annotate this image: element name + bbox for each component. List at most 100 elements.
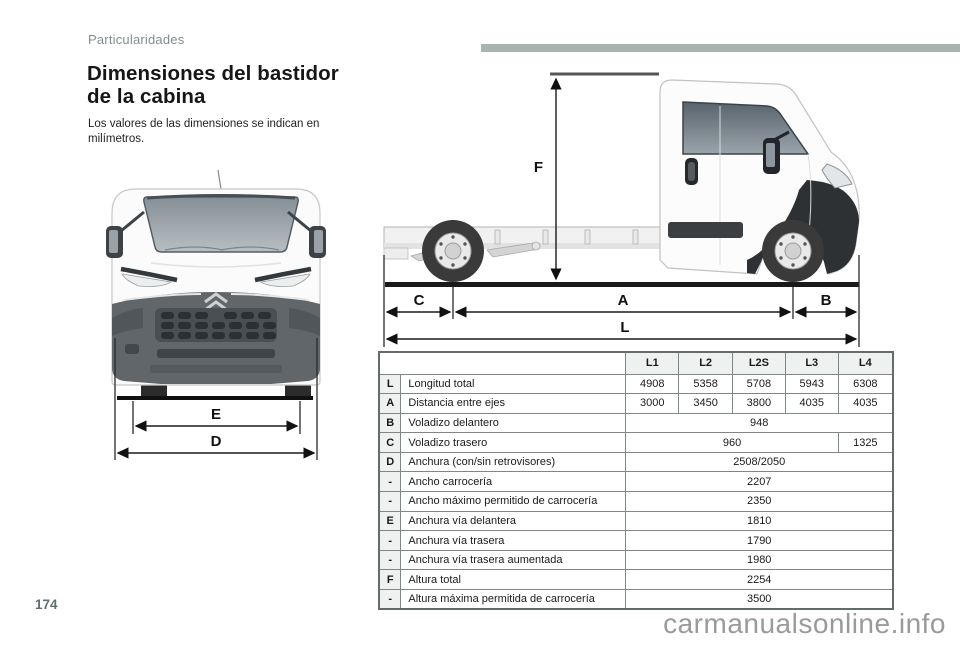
value-cell: 6308 [837,373,894,395]
value-cell: 1790 [625,530,894,551]
value-cell: 1325 [837,432,894,453]
dim-label-e: E [211,406,221,423]
letter-cell: D [378,451,402,473]
value-cell: 2207 [625,471,894,493]
letter-cell: B [378,412,402,434]
table-row: C Voladizo trasero 960 1325 [378,432,894,453]
letter-cell: - [378,549,402,571]
label-cell: Altura total [400,569,627,591]
table-row: E Anchura vía delantera 1810 [378,510,894,532]
value-cell: 2508/2050 [625,451,894,473]
label-cell: Anchura (con/sin retrovisores) [400,451,627,473]
page-title: Dimensiones del bastidor de la cabina [87,62,339,108]
table-row: - Anchura vía trasera aumentada 1980 [378,549,894,571]
dimensions-table: L1 L2 L2S L3 L4 L Longitud total 4908 53… [378,351,894,611]
dimension-lines: F C A B L [383,72,860,347]
letter-cell: E [378,510,402,532]
value-cell: 3450 [678,393,734,414]
value-cell: 2350 [625,491,894,512]
front-bumper [112,292,320,384]
windshield [143,196,299,253]
antenna [217,169,222,190]
wiper [164,246,224,251]
value-cell: 948 [625,412,894,434]
letter-cell: A [378,393,402,414]
value-cell: 960 [625,432,839,453]
headlight-left [120,266,178,287]
label-cell: Distancia entre ejes [400,393,627,414]
column-header-l2s: L2S [732,351,786,375]
rocker-step [668,222,743,238]
letter-cell: F [378,569,402,591]
value-cell: 3500 [625,589,894,610]
column-header-l3: L3 [784,351,839,375]
label-cell: Voladizo delantero [400,412,627,434]
value-cell: 5943 [784,373,839,395]
value-cell: 4908 [625,373,680,395]
table-row: - Ancho carrocería 2207 [378,471,894,493]
side-view-illustration: F C A B L [383,72,860,347]
dimension-lines: E D [114,338,318,460]
cab-body [659,79,860,275]
label-cell: Anchura vía trasera [400,530,627,551]
front-view-illustration: E D [106,169,326,460]
value-cell: 1980 [625,549,894,571]
left-mirror [106,210,145,258]
dim-label-l: L [620,319,629,336]
table-row: A Distancia entre ejes 3000 3450 3800 40… [378,393,894,414]
bumper-vent [157,349,275,358]
value-cell: 4035 [837,393,894,414]
dim-label-a: A [618,292,629,309]
letter-cell: - [378,491,402,512]
value-cell: 3000 [625,393,680,414]
citroen-logo-icon [204,292,228,312]
label-cell: Ancho máximo permitido de carrocería [400,491,627,512]
table-row: B Voladizo delantero 948 [378,412,894,434]
table-row: L Longitud total 4908 5358 5708 5943 630… [378,373,894,395]
table-row: D Anchura (con/sin retrovisores) 2508/20… [378,451,894,473]
headlight-right [254,266,312,287]
section-accent-bar [481,44,960,52]
column-header-l1: L1 [625,351,680,375]
value-cell: 3800 [732,393,786,414]
label-cell: Longitud total [400,373,627,395]
value-cell: 4035 [784,393,839,414]
dim-label-b: B [821,292,832,309]
grille [155,308,277,342]
ground-line [385,282,859,287]
value-cell: 1810 [625,510,894,532]
watermark: carmanualsonline.info [663,608,946,639]
side-mirror [763,130,790,174]
intro-text: Los valores de las dimensiones se indica… [88,118,320,145]
label-cell: Ancho carrocería [400,471,627,493]
front-wheel [762,220,824,282]
rear-wheel [422,220,484,282]
letter-cell: - [378,471,402,493]
label-cell: Anchura vía delantera [400,510,627,532]
letter-cell: L [378,373,402,395]
column-header-l4: L4 [837,351,894,375]
table-row: - Altura máxima permitida de carrocería … [378,589,894,610]
letter-cell: C [378,432,402,453]
label-cell: Altura máxima permitida de carrocería [400,589,627,610]
dim-label-d: D [211,433,222,450]
right-mirror [287,210,326,258]
column-header-l2: L2 [678,351,734,375]
ground-line [117,396,313,400]
table-row: F Altura total 2254 [378,569,894,591]
table-row: - Anchura vía trasera 1790 [378,530,894,551]
page-number: 174 [35,597,58,612]
value-cell: 5358 [678,373,734,395]
letter-cell: - [378,530,402,551]
header-blank-cell [379,352,626,374]
letter-cell: - [378,589,402,610]
label-cell: Voladizo trasero [400,432,627,453]
dim-label-f: F [534,159,543,176]
label-cell: Anchura vía trasera aumentada [400,549,627,571]
table-header-row: L1 L2 L2S L3 L4 [379,351,894,375]
bumper-step [150,365,282,373]
breadcrumb: Particularidades [88,32,185,47]
headlight [821,163,853,189]
table-row: - Ancho máximo permitido de carrocería 2… [378,491,894,512]
